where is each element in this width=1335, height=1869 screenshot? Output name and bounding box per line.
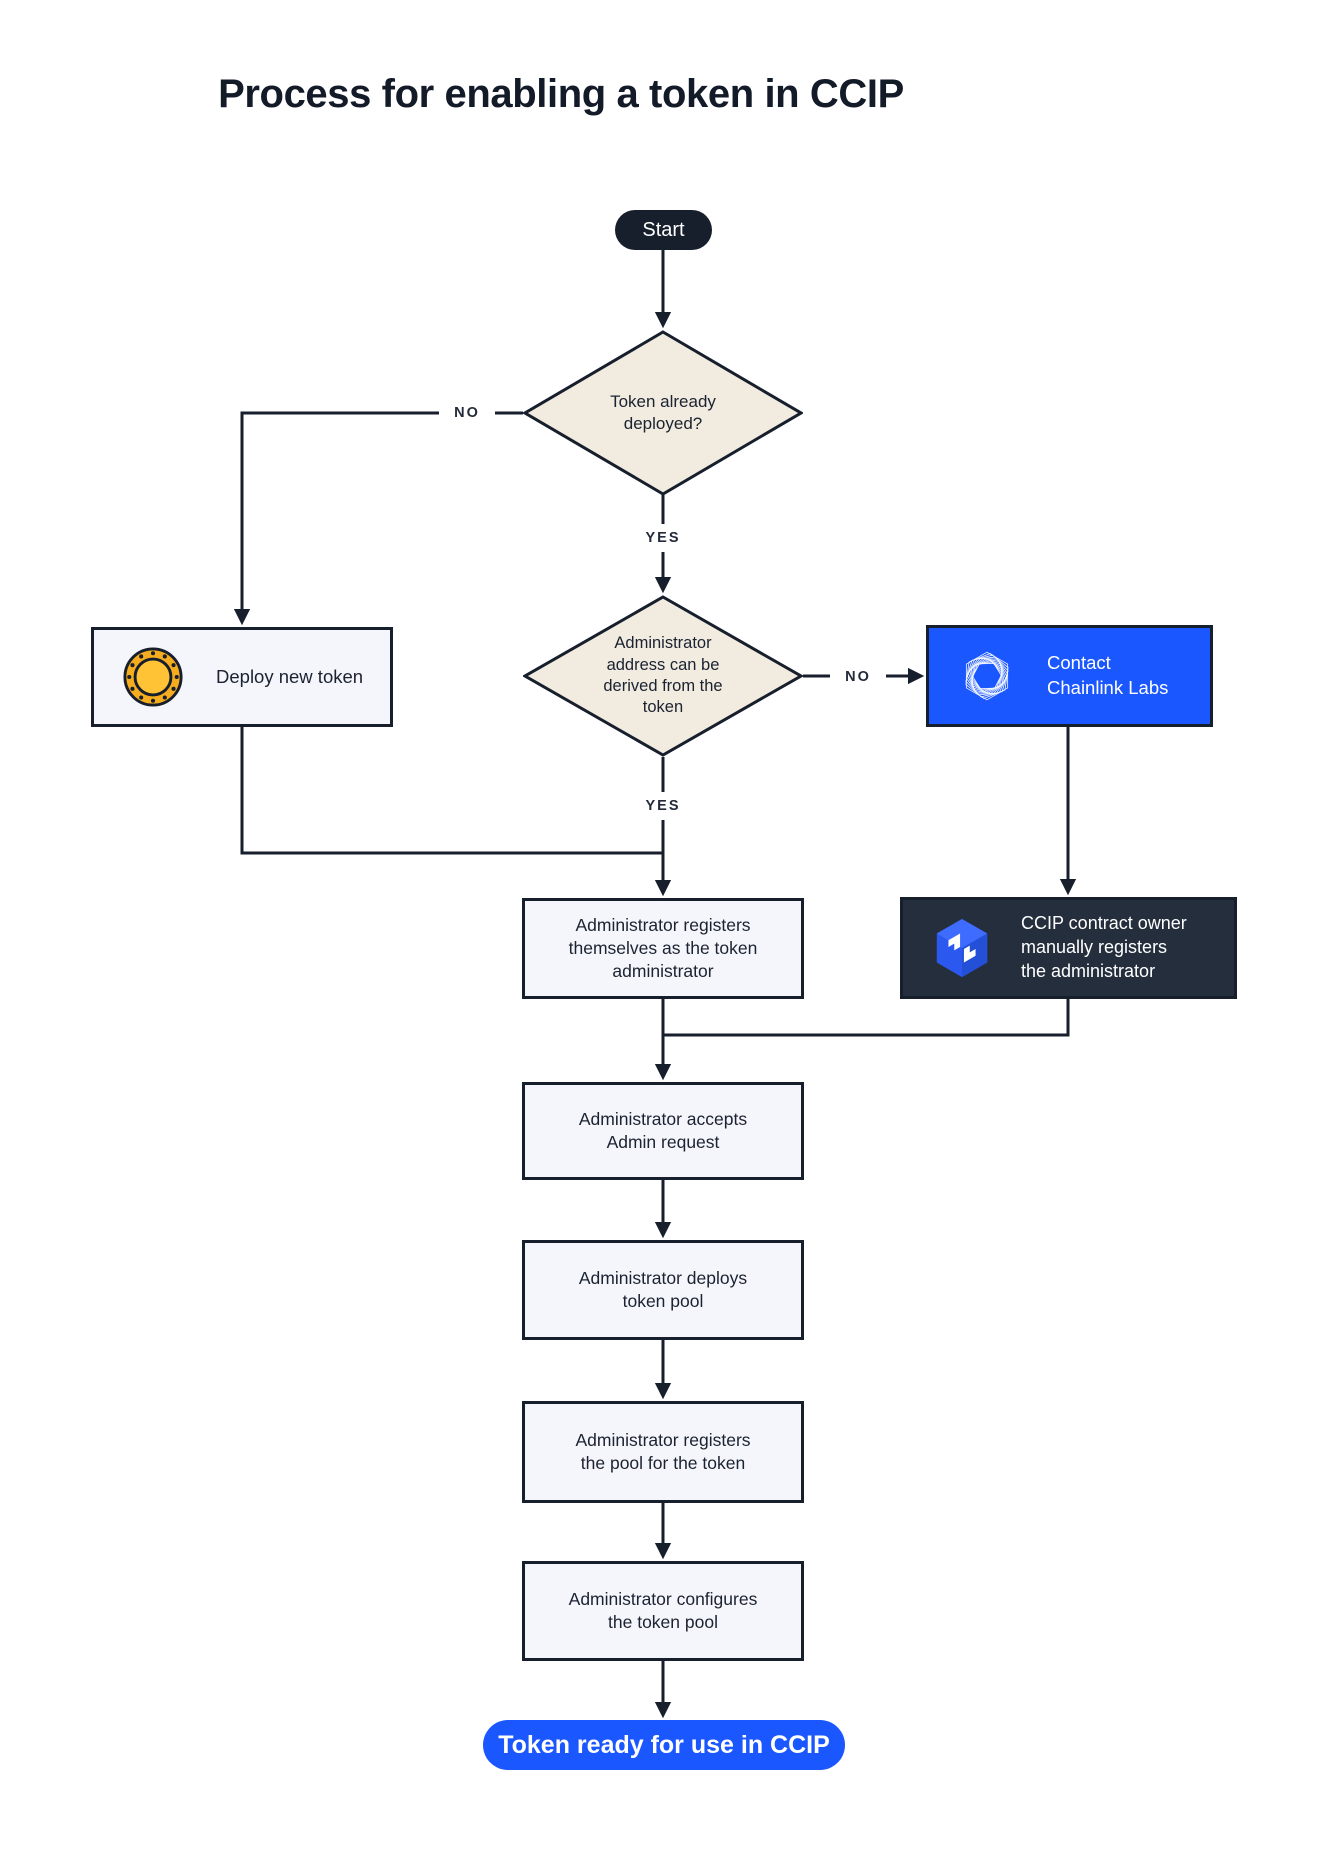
admin-configures-pool-label: Administrator configures the token pool: [568, 1588, 758, 1632]
admin-accepts-request-label: Administrator accepts Admin request: [578, 1108, 748, 1152]
admin-registers-self-label: Administrator registers themselves as th…: [568, 914, 758, 982]
coin-icon: [123, 647, 183, 707]
end-node: Token ready for use in CCIP: [483, 1720, 845, 1770]
admin-accepts-request-node: Administrator accepts Admin request: [522, 1082, 804, 1180]
admin-registers-pool-node: Administrator registers the pool for the…: [522, 1401, 804, 1503]
ccip-owner-registers-label: CCIP contract owner manually registers t…: [1021, 913, 1187, 981]
edge-deploy-to-junction: [240, 726, 663, 855]
ccip-owner-registers-node: CCIP contract owner manually registers t…: [900, 897, 1237, 999]
end-label: Token ready for use in CCIP: [498, 1730, 830, 1759]
admin-deploys-pool-node: Administrator deploys token pool: [522, 1240, 804, 1340]
chainlink-labs-logo: [961, 649, 1013, 703]
start-node: Start: [615, 210, 712, 250]
deploy-new-token-node: Deploy new token: [91, 627, 393, 727]
edge-label-decision1-no: NO: [439, 399, 495, 427]
ccip-logo: [936, 918, 988, 978]
edge-label-decision2-yes: YES: [635, 792, 691, 820]
edge-label-decision2-no: NO: [830, 663, 886, 691]
deploy-new-token-label: Deploy new token: [216, 665, 364, 687]
page-title: Process for enabling a token in CCIP: [218, 72, 904, 116]
admin-deploys-pool-label: Administrator deploys token pool: [578, 1267, 748, 1311]
edge-ccipowner-to-junction: [663, 999, 1070, 1037]
start-label: Start: [642, 218, 685, 241]
edge-label-decision1-yes: YES: [635, 524, 691, 552]
admin-configures-pool-node: Administrator configures the token pool: [522, 1561, 804, 1661]
admin-registers-self-node: Administrator registers themselves as th…: [522, 898, 804, 999]
contact-chainlink-labs-node: Contact Chainlink Labs: [926, 625, 1213, 727]
admin-registers-pool-label: Administrator registers the pool for the…: [575, 1429, 751, 1473]
contact-chainlink-labs-label: Contact Chainlink Labs: [1047, 652, 1169, 698]
edge-decision1-no: [233, 411, 523, 626]
